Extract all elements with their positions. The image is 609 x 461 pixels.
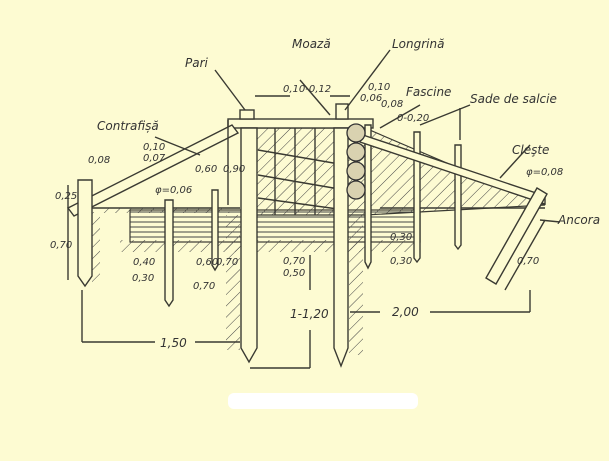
label-phi-pari: φ=0,06	[155, 185, 192, 196]
left-stake-hatch	[92, 212, 100, 282]
dim-d-30b: 0,30	[390, 256, 412, 267]
pile-head-left	[239, 109, 255, 120]
dimension-lines	[67, 49, 561, 369]
label-cleste: Cleşte	[512, 143, 549, 157]
pile-head-right	[335, 103, 349, 120]
label-contrafisa: Contrafișă	[97, 119, 159, 133]
dim-d-60: 0,60	[196, 257, 218, 268]
anchor-post	[485, 187, 548, 285]
dim-longrina-10: 0,10	[368, 82, 390, 93]
dim-depth-1-120: 1-1,20	[290, 307, 329, 321]
left-stake	[77, 179, 93, 288]
pile-small-2	[211, 189, 219, 272]
caption-smudge	[228, 393, 418, 409]
dim-stake-08: 0,08	[88, 155, 110, 166]
dim-contra-07: 0,07	[143, 153, 166, 164]
dim-h-90: 0,90	[223, 164, 245, 175]
dim-contra-10: 0,10	[143, 142, 165, 153]
dim-d-30c: 0,30	[390, 232, 412, 243]
dim-span-150: 1,50	[160, 336, 187, 350]
sade-stake-1	[413, 131, 421, 264]
dim-longrina-06: 0,06	[360, 93, 382, 104]
contrafisa-strut	[66, 124, 240, 217]
dim-moaza-gap: 0,10-0,12	[283, 84, 331, 95]
dim-anchor-70: 0,70	[517, 256, 539, 267]
fascine-logs	[346, 123, 366, 200]
dim-stake-70: 0,70	[50, 240, 72, 251]
label-phi-cleste: φ=0,08	[526, 167, 563, 178]
dim-h-60: 0,60	[195, 164, 217, 175]
crib-grid	[257, 128, 346, 215]
label-fascine: Fascine	[406, 85, 451, 99]
dim-stake-25: 0,25	[55, 191, 77, 202]
dim-d-70a: 0,70	[216, 257, 238, 268]
dim-fascine-thk: 0-0,20	[397, 113, 429, 124]
label-moaza: Moază	[292, 37, 331, 51]
dim-longrina-08: 0,08	[381, 99, 403, 110]
label-longrina: Longrină	[392, 37, 444, 51]
pile-main-right	[333, 127, 349, 368]
pile-small-1	[164, 199, 174, 308]
dim-d-70c: 0,70	[283, 256, 305, 267]
pile-hatch-left	[226, 215, 240, 350]
pile-small-3	[364, 124, 372, 270]
dim-d-50: 0,50	[283, 268, 305, 279]
label-pari: Pari	[185, 56, 209, 70]
label-ancora: Ancora	[557, 213, 600, 227]
pile-hatch-right	[349, 215, 363, 355]
label-sade: Sade de salcie	[470, 92, 557, 106]
dim-span-200: 2,00	[392, 305, 419, 319]
pile-main-left	[240, 127, 258, 364]
dim-d-30: 0,30	[132, 273, 154, 284]
dim-d-40: 0,40	[133, 257, 155, 268]
dim-d-70b: 0,70	[193, 281, 215, 292]
